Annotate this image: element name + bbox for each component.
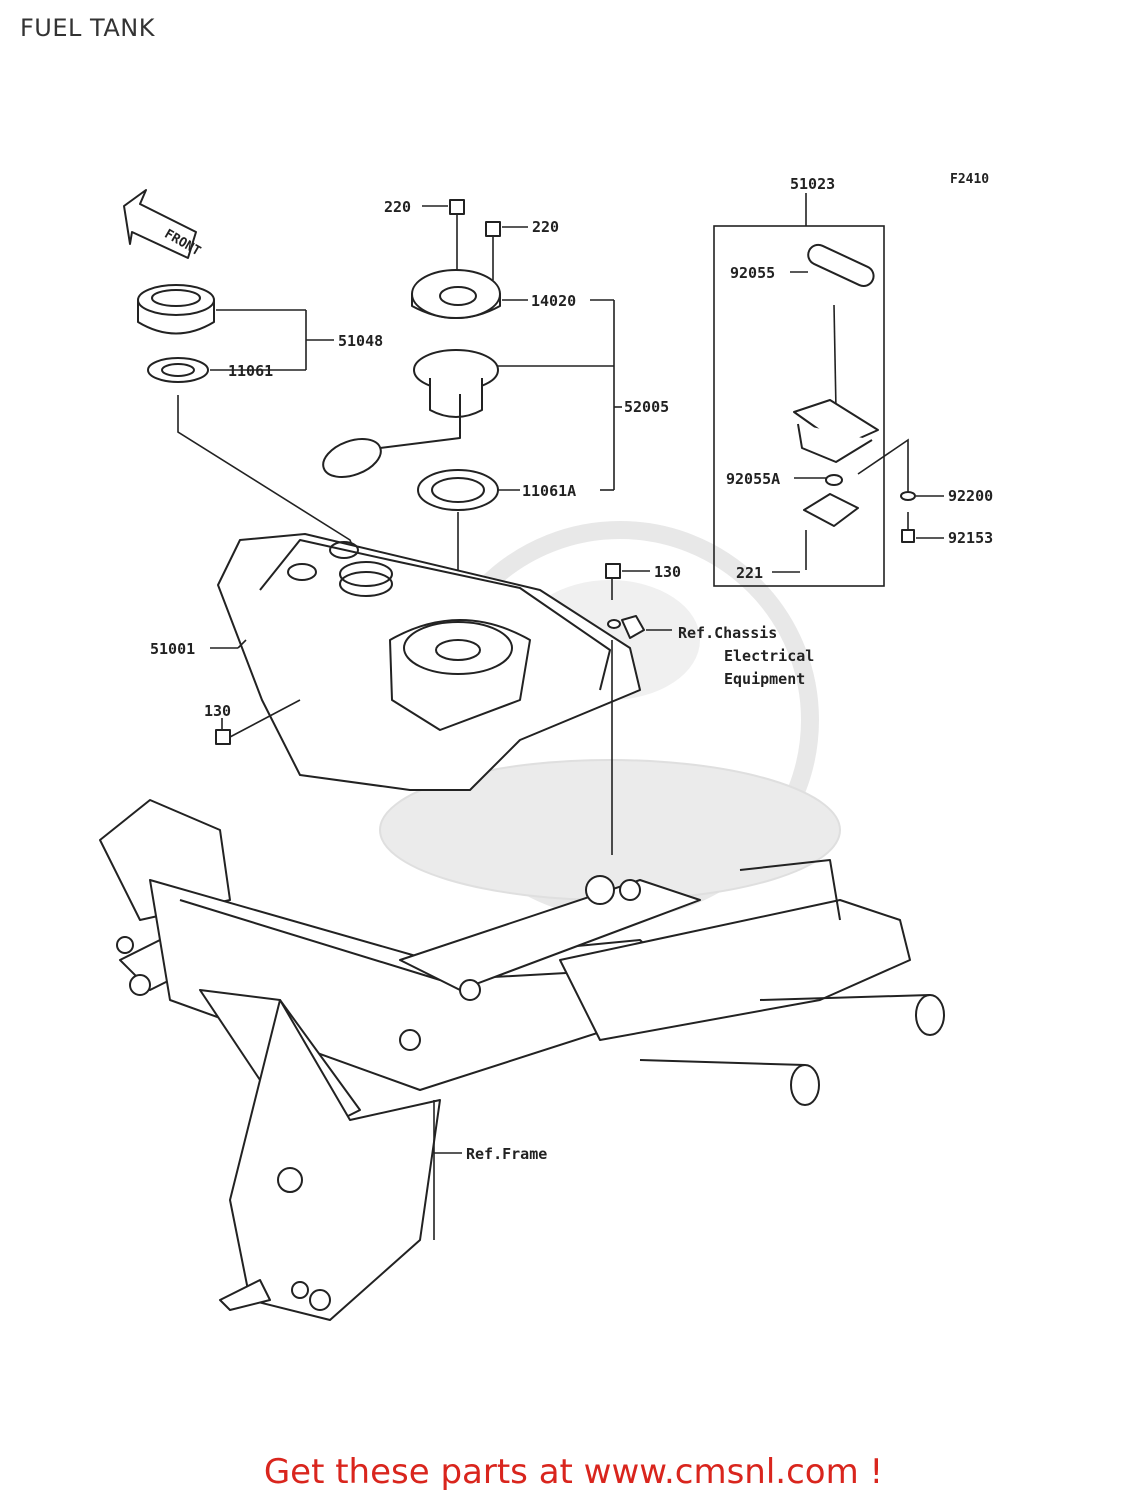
washer-92200 xyxy=(900,491,916,501)
pump-gasket-part xyxy=(417,469,499,511)
front-arrow-icon: FRONT xyxy=(123,189,203,259)
fuel-cock-group-box xyxy=(713,225,885,587)
fuel-cap-part xyxy=(137,284,215,335)
bolt-130-b xyxy=(215,699,301,745)
bolt-130-a xyxy=(605,563,645,639)
cap-gasket-part xyxy=(147,357,209,383)
label-220-a: 220 xyxy=(384,198,411,216)
screw-220-b xyxy=(485,221,501,250)
figure-code: F2410 xyxy=(950,172,989,187)
label-92153: 92153 xyxy=(948,529,993,547)
pump-plate-part xyxy=(411,269,501,319)
fuel-cock-part xyxy=(793,243,879,570)
label-51001: 51001 xyxy=(150,640,195,658)
label-221: 221 xyxy=(736,564,763,582)
frame-part xyxy=(99,799,945,1321)
page-title: FUEL TANK xyxy=(20,14,155,42)
label-14020: 14020 xyxy=(531,292,576,310)
ref-frame-label: Ref.Frame xyxy=(466,1145,547,1163)
label-92200: 92200 xyxy=(948,487,993,505)
label-92055a: 92055A xyxy=(726,470,780,488)
ref-chassis-line-3: Equipment xyxy=(724,670,805,688)
label-130-b: 130 xyxy=(204,702,231,720)
label-52005: 52005 xyxy=(624,398,669,416)
label-51048: 51048 xyxy=(338,332,383,350)
ref-chassis-line-2: Electrical xyxy=(724,647,814,665)
label-92055: 92055 xyxy=(730,264,775,282)
bolt-92153 xyxy=(901,512,915,543)
label-220-b: 220 xyxy=(532,218,559,236)
label-130-a: 130 xyxy=(654,563,681,581)
fuel-tank-part xyxy=(217,533,641,791)
fuel-pump-part xyxy=(322,349,499,478)
label-11061: 11061 xyxy=(228,362,273,380)
screw-220-a xyxy=(449,199,465,232)
promo-banner-link[interactable]: Get these parts at www.cmsnl.com ! xyxy=(263,1452,884,1492)
label-51023: 51023 xyxy=(790,175,835,193)
label-11061a: 11061A xyxy=(522,482,576,500)
ref-chassis-line-1: Ref.Chassis xyxy=(678,624,777,642)
